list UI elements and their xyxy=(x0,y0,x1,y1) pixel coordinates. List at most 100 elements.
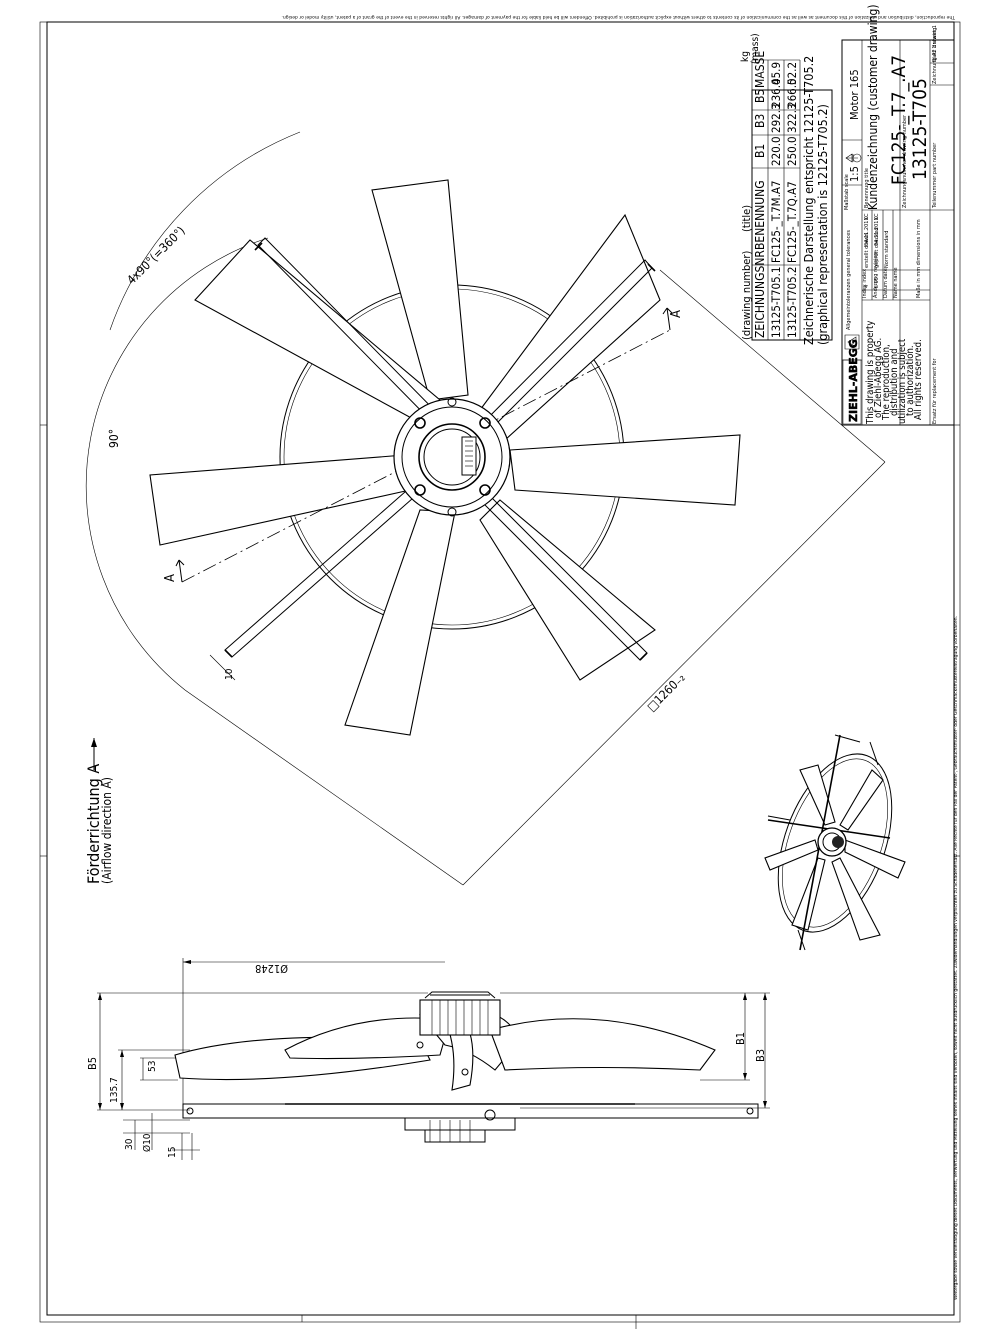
section-a-right: A xyxy=(669,310,684,318)
name-checked: KC xyxy=(874,213,880,220)
row1-masse: 45.9 xyxy=(769,62,783,85)
section-a-left: A xyxy=(163,574,178,582)
svg-text:utilization is subject: utilization is subject xyxy=(897,338,908,424)
row1-b1: 220.0 xyxy=(769,136,783,166)
blade-3 xyxy=(509,434,741,506)
row1-name: FC125-_T.7M.A7 xyxy=(769,180,783,263)
col-b3: B3 xyxy=(753,114,767,128)
airflow-en: (Airflow direction A) xyxy=(100,777,114,884)
nozzle-plate xyxy=(182,1103,759,1119)
row1-b3: 292.3 xyxy=(769,103,783,133)
drawn-label: erstellt drawn xyxy=(864,233,870,268)
note-de: Zeichnerische Darstellung entspricht 121… xyxy=(801,56,816,345)
svg-text:The reproduction,: The reproduction, xyxy=(881,344,892,421)
angle-arc-360 xyxy=(109,131,301,331)
side-blade-right xyxy=(489,1018,716,1071)
note-en: (graphical representation is 12125-T705.… xyxy=(815,104,830,345)
airflow-de: Förderrichtung A xyxy=(84,764,103,884)
sheet-label: Blatt 1 sheet 1 xyxy=(932,25,938,62)
row2-masse: 52.2 xyxy=(785,62,799,85)
airflow-arrow-icon xyxy=(91,738,97,747)
motor-label: Motor 165 xyxy=(848,69,861,120)
legal-notice-right: Weitergabe sowie Vervielfältigung dieses… xyxy=(953,616,959,1300)
square-size-label: □1260₋₂ xyxy=(644,670,688,714)
side-motor xyxy=(404,991,516,1143)
drawing-type: Kundenzeichnung (customer drawing) xyxy=(866,4,880,210)
revision-label: Änderung revision xyxy=(872,252,879,298)
row2-b5: 266.0 xyxy=(785,78,799,108)
dim-b5-label: B5 xyxy=(86,1057,99,1070)
blade-2 xyxy=(479,213,661,441)
format-label: Zeichnung A2 drawing xyxy=(932,28,938,84)
date-label: Datum date xyxy=(883,268,889,298)
drawing-number-label: Zeichnungsnummer drawing number xyxy=(902,114,908,208)
general-tolerances: Allgemeintoleranzen general tolerances xyxy=(846,230,852,330)
part-number-label: Teilenummer part number xyxy=(932,142,938,209)
scale-label: Maßstab scale xyxy=(844,174,850,210)
drawing-number: 13125-T705 xyxy=(909,78,931,180)
hdr-drawing-number: (drawing number) xyxy=(740,251,753,340)
dim-53-label: 53 xyxy=(147,1061,158,1072)
dimensions-label: Maße in mm dimensions in mm xyxy=(916,219,922,298)
airflow-direction: Förderrichtung A (Airflow direction A) xyxy=(84,738,114,884)
svg-text:to authorization.: to authorization. xyxy=(905,345,916,416)
name-drawn: KC xyxy=(864,213,870,220)
parts-table: kg (mass) (drawing number) (title) ZEICH… xyxy=(740,33,833,345)
fan-side-view: Ø1248 B5 135.7 53 30 Ø10 15 B1 xyxy=(86,958,770,1160)
dim-diameter-label: Ø1248 xyxy=(255,962,288,975)
date-checked: 04.11.2011 xyxy=(874,217,880,246)
dim-d10-label: Ø10 xyxy=(141,1133,153,1152)
col-b1: B1 xyxy=(753,144,767,158)
svg-text:of Ziehl-Abegg AG.: of Ziehl-Abegg AG. xyxy=(873,338,884,418)
checked-label: geprüft checked xyxy=(874,227,880,268)
title-label: Benennung title xyxy=(864,168,870,208)
row2-name: FC125-_T.7Q.A7 xyxy=(785,181,799,263)
fan-front-view: 4x90°(=360°) 90° □1260₋₂ xyxy=(85,131,886,886)
row1-nr: 13125-T705.1 xyxy=(769,266,783,338)
ziehl-abegg-logo: ZIEHL-ABEGG xyxy=(842,334,862,425)
angle-90-label: 90° xyxy=(107,429,121,448)
replacement-label: Ersatz für replacement for xyxy=(932,357,938,424)
row2-b1: 250.0 xyxy=(785,136,799,166)
projection-symbol-icon xyxy=(845,153,862,163)
blade-6 xyxy=(149,454,411,546)
blade-4 xyxy=(479,499,656,681)
blade-1 xyxy=(371,179,469,401)
svg-text:distribution and: distribution and xyxy=(889,348,900,416)
unit-mass: (mass) xyxy=(750,33,761,64)
date-drawn: 04.11.2011 xyxy=(864,217,870,246)
title-value: FC125-_T.7_.A7 xyxy=(888,55,910,185)
square-dim-line xyxy=(462,461,886,886)
dim-1357-label: 135.7 xyxy=(109,1077,120,1103)
inner-frame xyxy=(46,21,955,1316)
dim-10-label: 10 xyxy=(224,668,235,680)
logo-text: ZIEHL-ABEGG xyxy=(847,339,860,422)
angle-total-label: 4x90°(=360°) xyxy=(124,224,188,288)
hdr-title: (title) xyxy=(740,205,753,232)
title-block: ZIEHL-ABEGG Allgemeintoleranzen general … xyxy=(841,4,955,426)
dim-b3-label: B3 xyxy=(754,1049,767,1062)
col-masse: MASSE xyxy=(753,51,767,88)
property-note: This drawing is property of Ziehl-Abegg … xyxy=(865,321,924,425)
unit-kg: kg xyxy=(740,51,751,62)
row2-nr: 13125-T705.2 xyxy=(785,266,799,338)
legal-notice-top: The reproduction, distribution and utili… xyxy=(281,14,956,20)
scale-value: 1:5 xyxy=(848,166,861,182)
row1-b5: 236.0 xyxy=(769,78,783,108)
revision-note: L-05 xyxy=(874,277,880,288)
revision-index: 4 xyxy=(864,285,870,288)
impeller-blades xyxy=(149,179,741,736)
col-zeichnungsnr: ZEICHNUNGSNR xyxy=(753,250,767,338)
col-b5: B5 xyxy=(753,89,767,103)
standard-label: Norm standard xyxy=(884,231,890,268)
fan-isometric-view xyxy=(764,734,906,951)
index-label: Index index xyxy=(862,269,868,298)
motor-hub xyxy=(393,397,511,517)
dim-15-label: 15 xyxy=(167,1147,178,1158)
svg-text:All rights reserved.: All rights reserved. xyxy=(913,339,924,420)
svg-text:This drawing is property: This drawing is property xyxy=(865,321,876,425)
col-benennung: BENENNUNG xyxy=(753,180,767,250)
dim-b1-label: B1 xyxy=(734,1032,747,1045)
angle-arc-90 xyxy=(85,237,269,691)
